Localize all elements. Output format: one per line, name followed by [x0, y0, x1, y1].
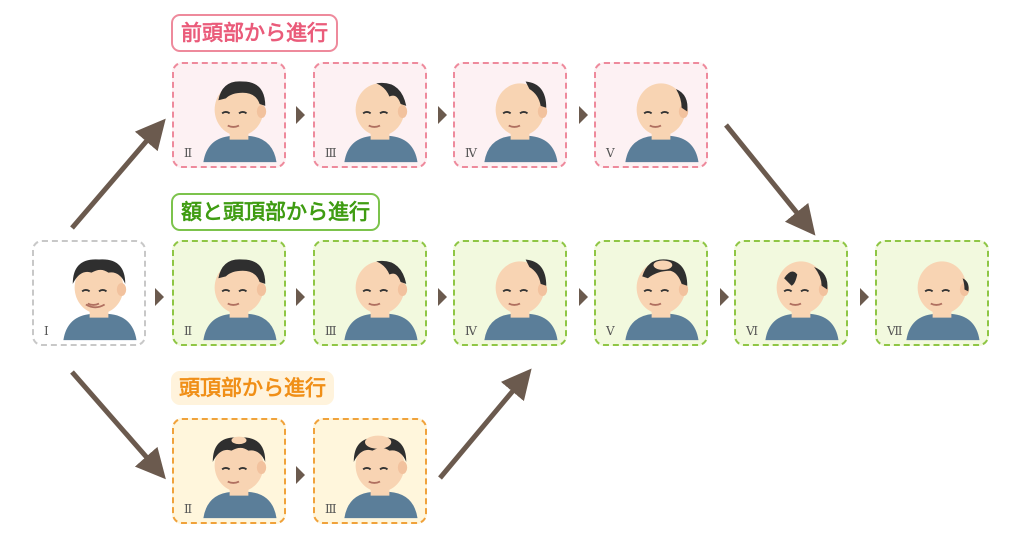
stage-label: Ⅳ: [465, 146, 477, 160]
stage-label: Ⅱ: [184, 324, 193, 338]
front-stage-2-card: Ⅱ: [172, 62, 286, 168]
stage-label: Ⅲ: [325, 502, 337, 516]
face-receding-m-shape-icon: [343, 260, 419, 342]
both-stage-3-card: Ⅲ: [313, 240, 427, 346]
label-crown-progression: 頭頂部から進行: [171, 371, 334, 405]
stage-label: Ⅲ: [325, 324, 337, 338]
face-receding-slight-icon: [202, 81, 278, 164]
stage-label: Ⅲ: [325, 146, 337, 160]
face-fully-bald-icon: [905, 260, 981, 342]
arrow-to-crown-branch: [70, 370, 166, 480]
face-mostly-bald-icon: [624, 82, 700, 164]
front-stage-5-card: Ⅴ: [594, 62, 708, 168]
face-receding-deep-icon: [483, 81, 559, 164]
arrow-front-to-both-vi: [724, 123, 816, 236]
arrow-crown-to-both-iv: [438, 368, 532, 480]
face-receding-deep-icon: [483, 259, 559, 342]
face-crown-thinning-slight-icon: [202, 436, 278, 520]
arrow-to-front-branch: [70, 118, 166, 230]
both-stage-6-card: Ⅵ: [734, 240, 848, 346]
both-stage-5-card: Ⅴ: [594, 240, 708, 346]
face-crown-and-front-bald-icon: [764, 260, 840, 342]
both-stage-2-card: Ⅱ: [172, 240, 286, 346]
stage-label: Ⅵ: [746, 324, 759, 338]
stage-label: Ⅱ: [184, 146, 193, 160]
face-receding-m-shape-icon: [343, 82, 419, 164]
crown-stage-2-card: Ⅱ: [172, 418, 286, 524]
both-stage-7-card: Ⅶ: [875, 240, 989, 346]
stage-start-card: Ⅰ: [32, 240, 146, 346]
face-receding-slight-icon: [202, 259, 278, 342]
label-front-progression: 前頭部から進行: [171, 14, 338, 52]
front-stage-4-card: Ⅳ: [453, 62, 567, 168]
stage-label: Ⅰ: [44, 324, 49, 338]
stage-label: Ⅱ: [184, 502, 193, 516]
stage-label: Ⅶ: [887, 324, 903, 338]
step-chevrons: [155, 106, 869, 484]
face-crown-thinning-icon: [624, 259, 700, 342]
stage-label: Ⅴ: [606, 324, 615, 338]
front-stage-3-card: Ⅲ: [313, 62, 427, 168]
both-stage-4-card: Ⅳ: [453, 240, 567, 346]
label-forehead-and-crown-progression: 額と頭頂部から進行: [171, 193, 380, 231]
face-crown-bald-spot-icon: [343, 435, 419, 520]
face-full-hair-icon: [62, 259, 138, 342]
stage-label: Ⅳ: [465, 324, 477, 338]
stage-label: Ⅴ: [606, 146, 615, 160]
crown-stage-3-card: Ⅲ: [313, 418, 427, 524]
